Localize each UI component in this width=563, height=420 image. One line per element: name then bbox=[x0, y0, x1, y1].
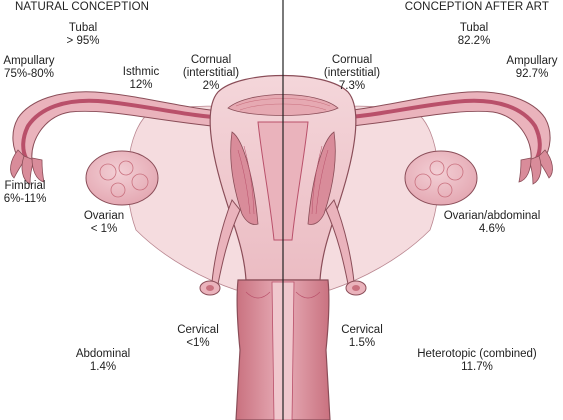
label-art-cervical: Cervical 1.5% bbox=[341, 324, 383, 349]
label-natural-fimbrial: Fimbrial 6%-11% bbox=[3, 180, 47, 205]
label-art-ampullary: Ampullary 92.7% bbox=[506, 55, 558, 80]
right-myometrium bbox=[307, 131, 336, 225]
label-art-heterotopic: Heterotopic (combined) 11.7% bbox=[417, 348, 537, 373]
left-tube bbox=[12, 91, 233, 161]
label-art-tubal: Tubal 82.2% bbox=[457, 22, 491, 47]
right-fimbriae bbox=[518, 149, 553, 185]
label-art-cornual: Cornual (interstitial) 7.3% bbox=[323, 54, 381, 92]
label-natural-ampullary: Ampullary 75%-80% bbox=[3, 55, 55, 80]
label-natural-cornual: Cornual (interstitial) 2% bbox=[182, 54, 240, 92]
left-tube-lumen bbox=[21, 98, 230, 160]
right-tube bbox=[330, 91, 551, 161]
label-art-ovarian-abdominal: Ovarian/abdominal 4.6% bbox=[443, 210, 541, 235]
right-tube-lumen bbox=[333, 98, 542, 160]
left-ovary bbox=[85, 150, 159, 206]
right-ovary bbox=[404, 150, 478, 206]
label-natural-tubal: Tubal > 95% bbox=[66, 22, 100, 47]
left-fimbriae bbox=[10, 149, 45, 185]
heading-natural-conception: NATURAL CONCEPTION bbox=[15, 1, 150, 13]
label-natural-isthmic: Isthmic 12% bbox=[122, 66, 160, 91]
label-natural-abdominal: Abdominal 1.4% bbox=[75, 348, 131, 373]
left-myometrium bbox=[230, 131, 259, 225]
heading-conception-after-art: CONCEPTION AFTER ART bbox=[404, 1, 549, 13]
label-natural-cervical: Cervical <1% bbox=[177, 324, 219, 349]
label-natural-ovarian: Ovarian < 1% bbox=[83, 210, 125, 235]
